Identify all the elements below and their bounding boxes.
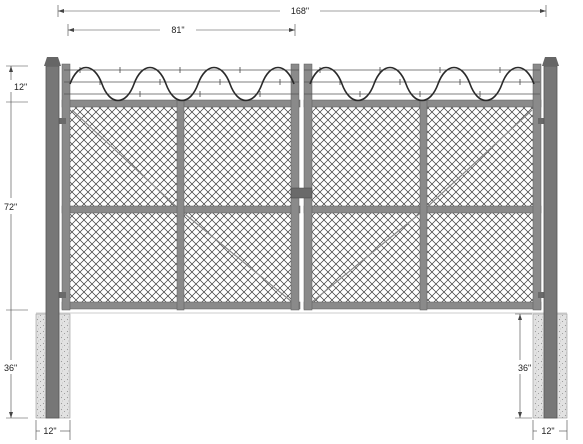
footing-width-left-label: 12" (43, 426, 56, 436)
dimension-lines (6, 5, 568, 440)
right-gate-frame (303, 63, 542, 311)
footing-depth-right-label: 36" (518, 363, 531, 373)
barbed-wire-strands (64, 69, 540, 95)
right-post-cap (542, 57, 559, 66)
concertina-razor-wire (69, 66, 535, 102)
dimension-arrowheads (9, 9, 546, 418)
overall-width-label: 168" (291, 6, 309, 16)
leaf-width-label: 81" (171, 25, 184, 35)
left-terminal-post (45, 65, 60, 419)
diagonal-braces (71, 109, 533, 303)
left-gate-frame (61, 63, 301, 311)
gate-hinges (58, 118, 546, 298)
left-post-cap (44, 57, 61, 66)
wire-height-label: 12" (14, 82, 27, 92)
footing-width-right-label: 12" (541, 426, 554, 436)
right-terminal-post (543, 65, 558, 419)
footing-depth-left-label: 36" (4, 363, 17, 373)
fence-height-label: 72" (4, 202, 17, 212)
center-latch (290, 187, 313, 199)
